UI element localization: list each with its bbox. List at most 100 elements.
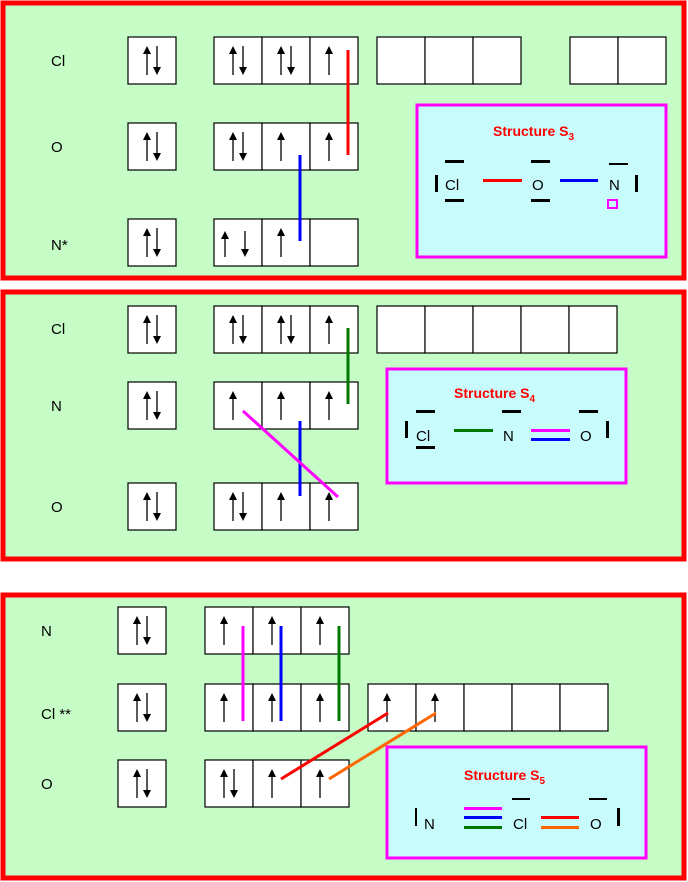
- orbital-box: [127, 218, 177, 267]
- spin-up-arrowhead: [277, 46, 285, 54]
- atom-label-n-3: N: [41, 623, 52, 640]
- spin-up-arrowhead: [221, 231, 229, 239]
- atom-label-o-3: O: [41, 776, 53, 793]
- atom-n: N: [503, 428, 514, 445]
- atom-label-cl-2: Cl: [51, 321, 65, 338]
- spin-up-arrowhead: [277, 315, 285, 323]
- spin-up-arrowhead: [431, 693, 439, 701]
- spin-down-arrowhead: [239, 153, 247, 161]
- orbital-box: [300, 606, 350, 655]
- spin-up-arrowhead: [325, 132, 333, 140]
- orbital-box: [511, 683, 561, 732]
- orbital-box: [213, 36, 263, 85]
- atom-label-n-1: N*: [51, 237, 68, 254]
- orbital-box: [127, 122, 177, 171]
- structure-box-s3: [415, 103, 668, 259]
- lone-pair-bar: [502, 410, 521, 413]
- spin-up-arrowhead: [229, 46, 237, 54]
- orbital-box: [472, 305, 522, 354]
- orbital-box: [213, 305, 263, 354]
- spin-up-arrowhead: [383, 693, 391, 701]
- lone-pair-bar: [445, 199, 464, 202]
- spin-up-arrowhead: [268, 616, 276, 624]
- lone-pair-bar: [617, 808, 620, 826]
- atom-cl: Cl: [445, 177, 459, 194]
- atom-cl: Cl: [513, 816, 527, 833]
- orbital-box: [300, 683, 350, 732]
- spin-up-arrowhead: [143, 492, 151, 500]
- orbital-box: [424, 36, 474, 85]
- atom-o: O: [590, 816, 602, 833]
- lone-pair-bar: [589, 798, 607, 800]
- atom-label-o-1: O: [51, 139, 63, 156]
- spin-down-arrowhead: [287, 336, 295, 344]
- atom-label-cl-1: Cl: [51, 53, 65, 70]
- orbital-box: [309, 305, 359, 354]
- spin-down-arrowhead: [143, 637, 151, 645]
- bond-red: [483, 179, 522, 182]
- spin-up-arrowhead: [143, 46, 151, 54]
- orbital-box: [252, 606, 302, 655]
- spin-up-arrowhead: [325, 492, 333, 500]
- bond-blue: [531, 438, 570, 441]
- lone-pair-bar: [606, 421, 609, 438]
- orbital-box: [309, 218, 359, 267]
- orbital-box: [520, 305, 570, 354]
- bond-blue: [560, 179, 598, 182]
- atom-o: O: [532, 177, 544, 194]
- orbital-box: [252, 759, 302, 808]
- structure-title-s3: Structure S3: [493, 123, 574, 143]
- orbital-box: [367, 683, 417, 732]
- orbital-box: [309, 482, 359, 531]
- orbital-box: [376, 36, 426, 85]
- atom-cl: Cl: [416, 428, 430, 445]
- orbital-box: [309, 36, 359, 85]
- spin-up-arrowhead: [220, 616, 228, 624]
- orbital-box: [309, 381, 359, 430]
- atom-label-cl-3: Cl **: [41, 706, 71, 723]
- bond-green: [464, 826, 502, 829]
- lone-pair-bar: [416, 446, 435, 449]
- spin-up-arrowhead: [277, 132, 285, 140]
- lewis-structure-s4: Cl N O: [405, 410, 609, 449]
- lone-pair-bar: [445, 160, 464, 163]
- orbital-box: [127, 482, 177, 531]
- orbital-box: [261, 122, 311, 171]
- empty-orbital-square: [607, 199, 618, 209]
- spin-down-arrowhead: [153, 249, 161, 257]
- overlap-line-orange: [328, 711, 437, 781]
- spin-down-arrowhead: [239, 67, 247, 75]
- orbital-box: [204, 683, 254, 732]
- lone-pair-bar: [405, 421, 408, 438]
- orbital-box: [213, 122, 263, 171]
- spin-up-arrowhead: [143, 391, 151, 399]
- bond-magenta: [464, 807, 502, 810]
- spin-up-arrowhead: [268, 693, 276, 701]
- spin-up-arrowhead: [143, 132, 151, 140]
- lone-pair-bar: [609, 163, 628, 165]
- spin-down-arrowhead: [239, 513, 247, 521]
- spin-up-arrowhead: [277, 391, 285, 399]
- overlap-line-red: [280, 711, 389, 781]
- orbital-box: [261, 482, 311, 531]
- structure-box-s5: [385, 745, 648, 860]
- bond-blue: [464, 816, 502, 819]
- spin-up-arrowhead: [220, 769, 228, 777]
- orbital-box: [300, 759, 350, 808]
- orbital-box: [261, 305, 311, 354]
- lone-pair-bar: [531, 199, 550, 202]
- orbital-box: [568, 305, 618, 354]
- orbital-box: [472, 36, 522, 85]
- orbital-box: [261, 36, 311, 85]
- spin-up-arrowhead: [229, 132, 237, 140]
- lewis-structure-s3: Cl O N: [435, 160, 638, 209]
- orbital-box: [117, 683, 167, 732]
- spin-up-arrowhead: [316, 693, 324, 701]
- spin-down-arrowhead: [153, 513, 161, 521]
- orbital-box: [117, 606, 167, 655]
- atom-o: O: [580, 428, 592, 445]
- spin-up-arrowhead: [220, 693, 228, 701]
- orbital-box: [463, 683, 513, 732]
- lone-pair-bar: [435, 175, 438, 192]
- lone-pair-bar: [531, 160, 550, 163]
